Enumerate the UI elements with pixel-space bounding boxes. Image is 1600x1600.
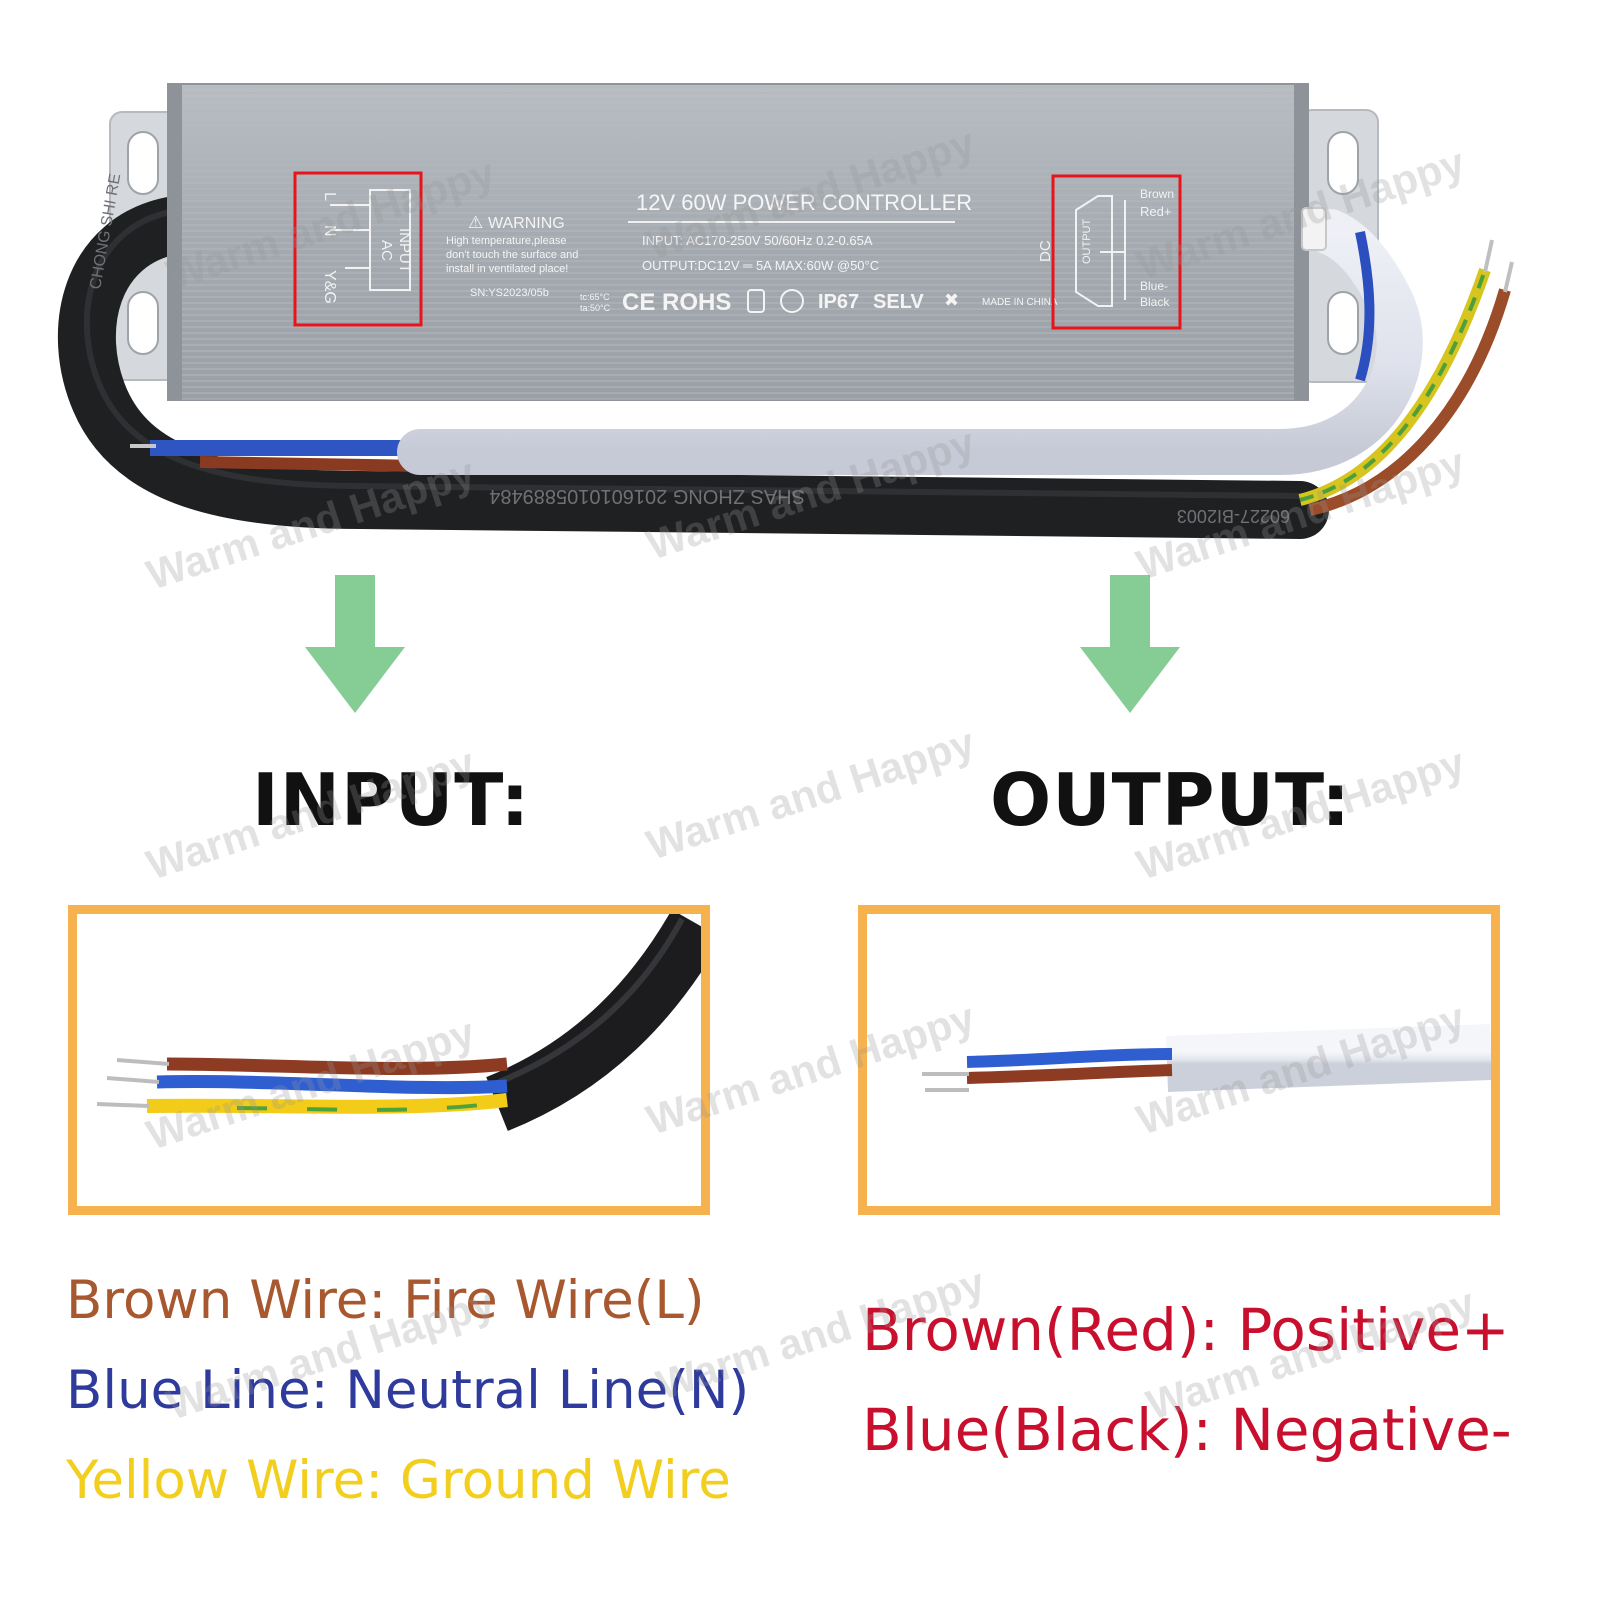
certification-marks: CE ROHS — [622, 289, 731, 316]
svg-text:Brown: Brown — [1140, 187, 1174, 201]
svg-text:WARNING: WARNING — [488, 215, 565, 232]
output-spec: OUTPUT:DC12V ═ 5A MAX:60W @50°C — [642, 258, 879, 273]
output-wire-photo — [858, 905, 1500, 1215]
watermark: Warm and Happy — [640, 718, 981, 869]
class-icon — [747, 289, 765, 313]
lamp-icon — [780, 289, 804, 313]
svg-text:MADE IN CHINA: MADE IN CHINA — [982, 297, 1058, 308]
ip-rating: IP67 — [818, 291, 859, 313]
input-legend-brown: Brown Wire: Fire Wire(L) — [66, 1270, 705, 1331]
input-wire-photo — [68, 905, 710, 1215]
input-legend-blue: Blue Line: Neutral Line(N) — [66, 1360, 750, 1421]
svg-text:Black: Black — [1140, 295, 1170, 309]
housing — [167, 83, 1309, 401]
device-title: 12V 60W POWER CONTROLLER — [636, 190, 972, 215]
svg-text:L: L — [321, 192, 338, 201]
svg-text:install in ventilated place!: install in ventilated place! — [446, 263, 568, 275]
white-output-cable — [397, 209, 1423, 475]
cable-print: SHAS ZHONG 2016010105889484 — [489, 485, 805, 507]
svg-text:Blue-: Blue- — [1140, 279, 1168, 293]
svg-text:SN:YS2023/05b: SN:YS2023/05b — [470, 287, 549, 299]
svg-text:OUTPUT: OUTPUT — [1081, 219, 1093, 265]
power-controller-photo: SHAS ZHONG 2016010105889484 60227-BI2003… — [57, 83, 1514, 539]
input-spec: INPUT: AC170-250V 50/60Hz 0.2-0.65A — [642, 233, 873, 248]
svg-text:don't touch the surface and: don't touch the surface and — [446, 249, 578, 261]
svg-text:ta:50°C: ta:50°C — [580, 303, 611, 313]
input-heading: INPUT: — [252, 758, 531, 842]
output-legend-negative: Blue(Black): Negative- — [862, 1396, 1512, 1464]
output-terminal-diagram: DC OUTPUT Brown Red+ Blue- Black — [1037, 174, 1182, 330]
warning-label: ⚠ WARNING High temperature,please don't … — [446, 213, 578, 299]
cable-print-white: 60227-BI2003 — [1177, 506, 1290, 526]
svg-text:Y&G: Y&G — [321, 270, 338, 304]
svg-text:AC: AC — [378, 240, 395, 261]
weee-bin-icon: ✖ — [944, 290, 959, 310]
output-heading: OUTPUT: — [990, 758, 1351, 842]
svg-text:High temperature,please: High temperature,please — [446, 235, 566, 247]
output-down-arrow-icon — [1080, 575, 1180, 713]
input-terminal-diagram: L N Y&G INPUT AC — [293, 171, 423, 327]
black-input-cable — [57, 196, 1329, 539]
input-legend-yellow: Yellow Wire: Ground Wire — [66, 1450, 731, 1511]
svg-text:N: N — [321, 225, 338, 237]
svg-text:⚠: ⚠ — [468, 213, 483, 232]
selv-mark: SELV — [873, 291, 924, 313]
output-legend-positive: Brown(Red): Positive+ — [862, 1296, 1510, 1364]
svg-text:Red+: Red+ — [1140, 204, 1171, 219]
input-down-arrow-icon — [305, 575, 405, 713]
svg-text:DC: DC — [1037, 240, 1054, 262]
svg-text:INPUT: INPUT — [396, 228, 413, 273]
svg-text:tc:65°C: tc:65°C — [580, 292, 610, 302]
